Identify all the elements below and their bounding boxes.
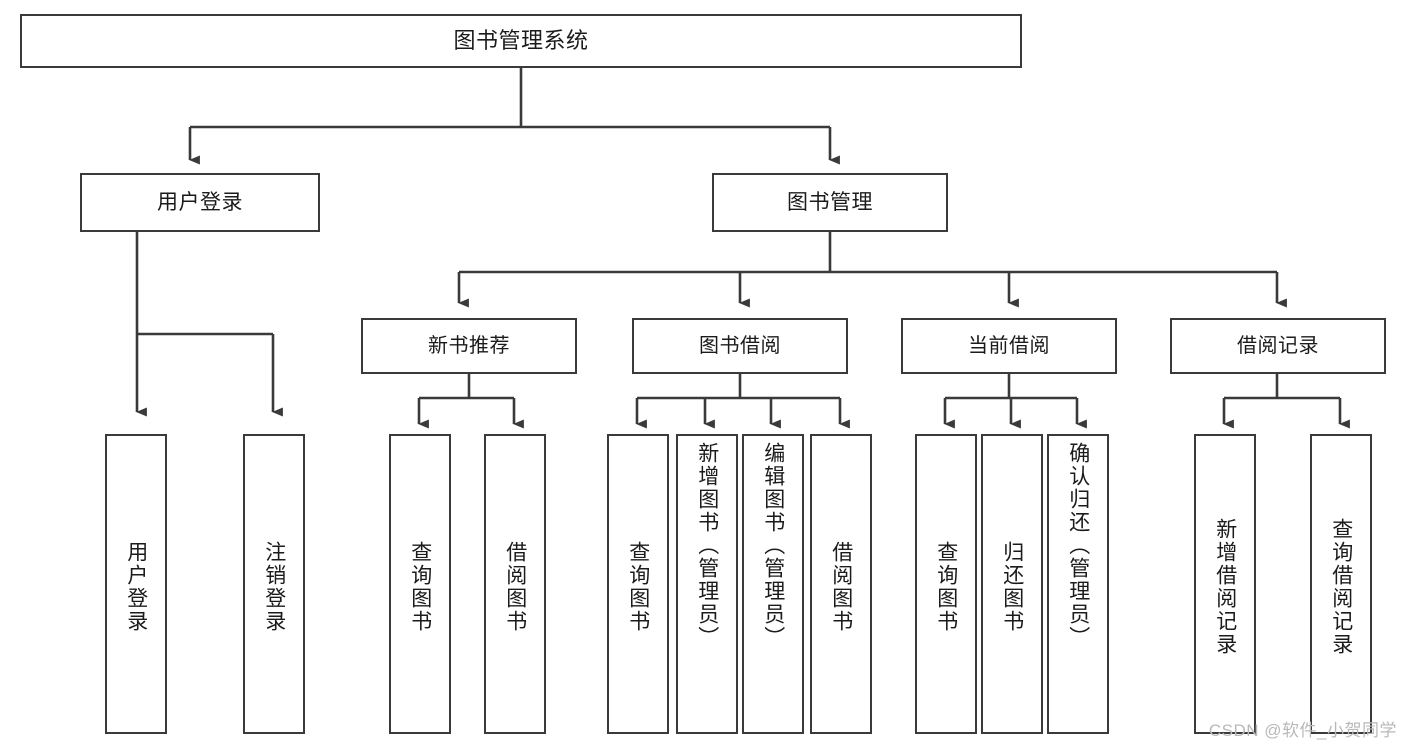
node-root-system-label: 图书管理系统	[453, 27, 589, 53]
leaf-current-borrow-query[interactable]: 查询图书	[915, 434, 977, 734]
leaf-user-login-logout[interactable]: 注销登录	[243, 434, 305, 734]
leaf-book-borrow-edit-label: 编辑图书（管理员）	[761, 442, 785, 649]
leaf-book-borrow-query-label: 查询图书	[626, 541, 650, 633]
leaf-book-borrow-edit[interactable]: 编辑图书（管理员）	[742, 434, 804, 734]
leaf-book-borrow-query[interactable]: 查询图书	[607, 434, 669, 734]
node-borrow-record[interactable]: 借阅记录	[1170, 318, 1386, 374]
leaf-current-borrow-confirm-label: 确认归还（管理员）	[1066, 442, 1090, 649]
node-user-login[interactable]: 用户登录	[80, 173, 320, 232]
node-book-management-label: 图书管理	[787, 190, 873, 214]
leaf-current-borrow-query-label: 查询图书	[934, 541, 958, 633]
leaf-new-book-query[interactable]: 查询图书	[389, 434, 451, 734]
leaf-borrow-record-query-label: 查询借阅记录	[1329, 518, 1353, 656]
node-new-book-recommend-label: 新书推荐	[428, 334, 510, 357]
leaf-borrow-record-add-label: 新增借阅记录	[1213, 518, 1237, 656]
leaf-current-borrow-confirm[interactable]: 确认归还（管理员）	[1047, 434, 1109, 734]
node-new-book-recommend[interactable]: 新书推荐	[361, 318, 577, 374]
csdn-watermark: CSDN @软件_小贺同学	[1208, 721, 1397, 740]
node-borrow-record-label: 借阅记录	[1237, 334, 1319, 357]
leaf-current-borrow-return[interactable]: 归还图书	[981, 434, 1043, 734]
leaf-book-borrow-borrow[interactable]: 借阅图书	[810, 434, 872, 734]
leaf-book-borrow-add[interactable]: 新增图书（管理员）	[676, 434, 738, 734]
node-current-borrow-label: 当前借阅	[968, 334, 1050, 357]
node-user-login-label: 用户登录	[157, 190, 243, 214]
leaf-borrow-record-query[interactable]: 查询借阅记录	[1310, 434, 1372, 734]
leaf-new-book-borrow[interactable]: 借阅图书	[484, 434, 546, 734]
node-root-system[interactable]: 图书管理系统	[20, 14, 1022, 68]
leaf-book-borrow-borrow-label: 借阅图书	[829, 541, 853, 633]
leaf-book-borrow-add-label: 新增图书（管理员）	[695, 442, 719, 649]
leaf-user-login-login-label: 用户登录	[124, 541, 148, 633]
leaf-new-book-borrow-label: 借阅图书	[503, 541, 527, 633]
leaf-borrow-record-add[interactable]: 新增借阅记录	[1194, 434, 1256, 734]
leaf-current-borrow-return-label: 归还图书	[1000, 541, 1024, 633]
node-book-borrow-label: 图书借阅	[699, 334, 781, 357]
leaf-user-login-logout-label: 注销登录	[262, 541, 286, 633]
leaf-user-login-login[interactable]: 用户登录	[105, 434, 167, 734]
leaf-new-book-query-label: 查询图书	[408, 541, 432, 633]
node-book-management[interactable]: 图书管理	[712, 173, 948, 232]
node-current-borrow[interactable]: 当前借阅	[901, 318, 1117, 374]
node-book-borrow[interactable]: 图书借阅	[632, 318, 848, 374]
